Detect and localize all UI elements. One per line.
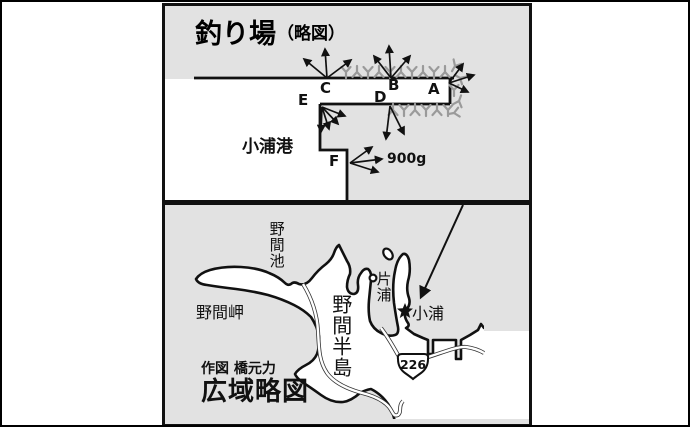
koura-label: 小浦 [412,304,445,323]
pond-label: 野間池 [267,221,286,269]
point-label-f: F [329,152,340,170]
road-peninsula [301,282,405,418]
route-number: 226 [399,357,427,372]
weight-label: 900g [387,151,427,167]
locator-arrow-icon [419,205,464,300]
flow-arrows-f [349,145,384,175]
fishing-spot-subtitle: （略図） [277,24,345,44]
point-label-e: E [298,91,309,109]
credit-label: 作図 橋元力 [201,361,276,377]
flow-arrows-b [372,44,412,79]
flow-arrows-e [316,106,347,134]
point-label-a: A [428,80,440,98]
flow-arrows-d [382,105,405,141]
flow-arrows-c [302,47,353,79]
peninsula-label: 野間半島 [328,294,353,378]
panel-title: 釣り場 （略図） [195,12,345,51]
small-island [382,247,394,261]
point-label-d: D [374,88,387,106]
flow-arrows [302,44,476,175]
route-badge-icon [396,353,430,381]
wide-area-drawing [165,205,529,419]
star-icon [397,303,413,318]
peninsula-landmass [194,243,529,419]
map-figure: 釣り場 （略図） A B C D E F 小浦港 900g [162,3,532,425]
wide-map-title: 広域略図 [201,377,310,407]
point-label-c: C [320,79,332,97]
flow-arrows-a [448,62,476,93]
fishing-spot-title: 釣り場 [195,19,276,50]
cape-label: 野間岬 [196,303,245,322]
wide-area-panel: 野間池 野間岬 野間半島 片浦 小浦 226 作図 橋元力 広域略図 [165,205,529,419]
point-label-b: B [388,76,400,94]
kataura-marker-icon [368,273,378,283]
harbor-label: 小浦港 [242,137,293,157]
fishing-spot-drawing [165,6,529,200]
fishing-spot-panel: 釣り場 （略図） A B C D E F 小浦港 900g [165,6,529,205]
sea-edge-cover [484,205,529,331]
kataura-label: 片浦 [374,271,393,303]
harbor-water [165,79,450,200]
